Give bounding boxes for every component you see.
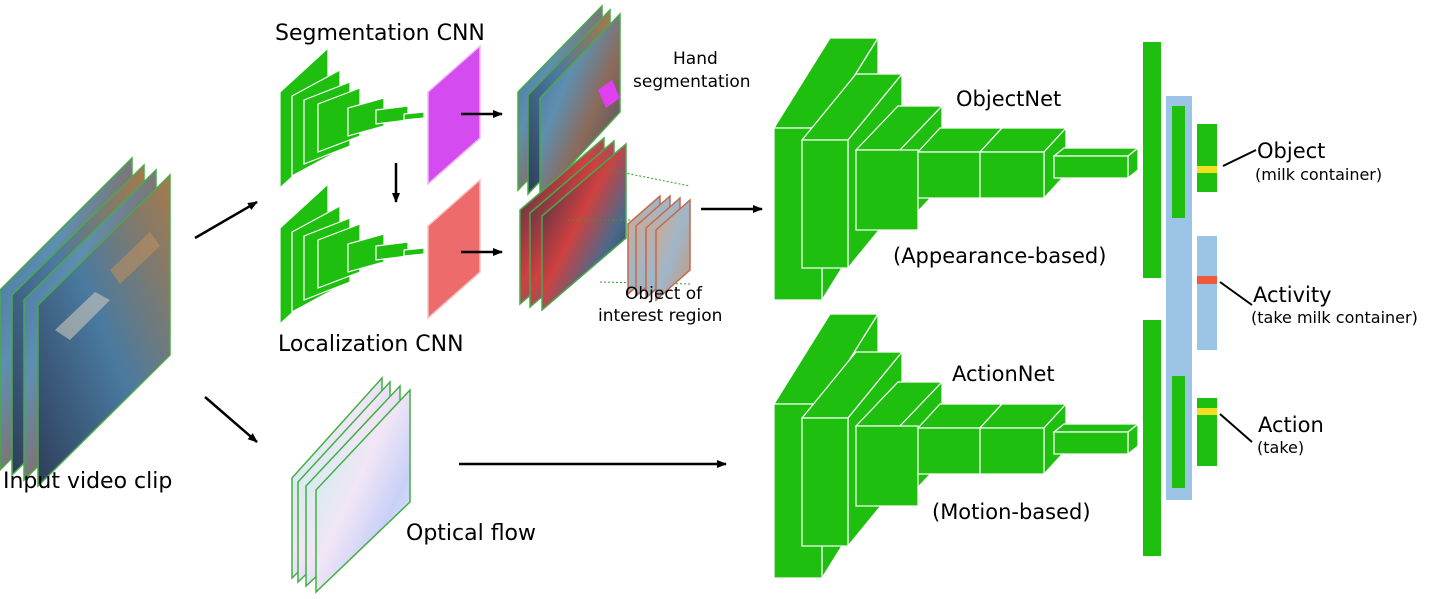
actionnet-label: ActionNet — [952, 362, 1055, 386]
input-clip-label: Input video clip — [3, 469, 172, 494]
input-video-stack — [0, 156, 171, 488]
arrow-input-to-flow — [204, 396, 258, 443]
localization-map — [427, 178, 481, 320]
actionnet-sublabel: (Motion-based) — [932, 500, 1091, 524]
actionnet-blocks — [772, 311, 1140, 581]
fusion-layers — [1143, 42, 1217, 556]
arrow-input-to-cnns — [194, 200, 258, 240]
optical-flow-stack — [291, 376, 411, 594]
object-region-crops — [627, 194, 691, 302]
ooi-label-1: Object of — [625, 284, 703, 304]
actionnet-fc-bar — [1143, 320, 1161, 556]
output-activity-value: (take milk container) — [1251, 308, 1418, 327]
localization-cnn-label: Localization CNN — [278, 332, 464, 357]
localization-cnn-icon — [279, 182, 425, 326]
activity-score-bar — [1197, 236, 1217, 350]
objectnet-fc-bar — [1143, 42, 1161, 278]
hand-segmentation-frames — [517, 4, 621, 200]
output-activity-title: Activity — [1253, 283, 1332, 307]
object-score-highlight — [1197, 166, 1217, 173]
hand-seg-label-1: Hand — [673, 49, 718, 69]
objectnet-blocks — [772, 35, 1140, 303]
hand-seg-label-2: segmentation — [633, 72, 751, 92]
objectnet-label: ObjectNet — [956, 87, 1061, 111]
output-action-title: Action — [1258, 413, 1324, 437]
activity-leader-line — [1219, 281, 1253, 306]
object-score-bar — [1197, 124, 1217, 192]
ooi-label-2: interest region — [598, 306, 722, 326]
action-score-highlight — [1197, 408, 1217, 415]
objectnet-sublabel: (Appearance-based) — [893, 244, 1106, 268]
action-feature-bar — [1172, 376, 1185, 488]
activity-score-highlight — [1197, 276, 1217, 284]
segmentation-cnn-label: Segmentation CNN — [275, 21, 485, 46]
localization-frames — [519, 136, 691, 312]
segmentation-cnn-icon — [279, 46, 425, 190]
object-feature-bar — [1172, 106, 1185, 218]
output-object-value: (milk container) — [1255, 165, 1382, 184]
object-leader-line — [1222, 149, 1257, 167]
action-leader-line — [1219, 413, 1253, 443]
segmentation-map — [427, 44, 481, 186]
output-action-value: (take) — [1257, 438, 1304, 457]
output-object-title: Object — [1257, 139, 1325, 163]
optical-flow-label: Optical flow — [406, 521, 536, 546]
